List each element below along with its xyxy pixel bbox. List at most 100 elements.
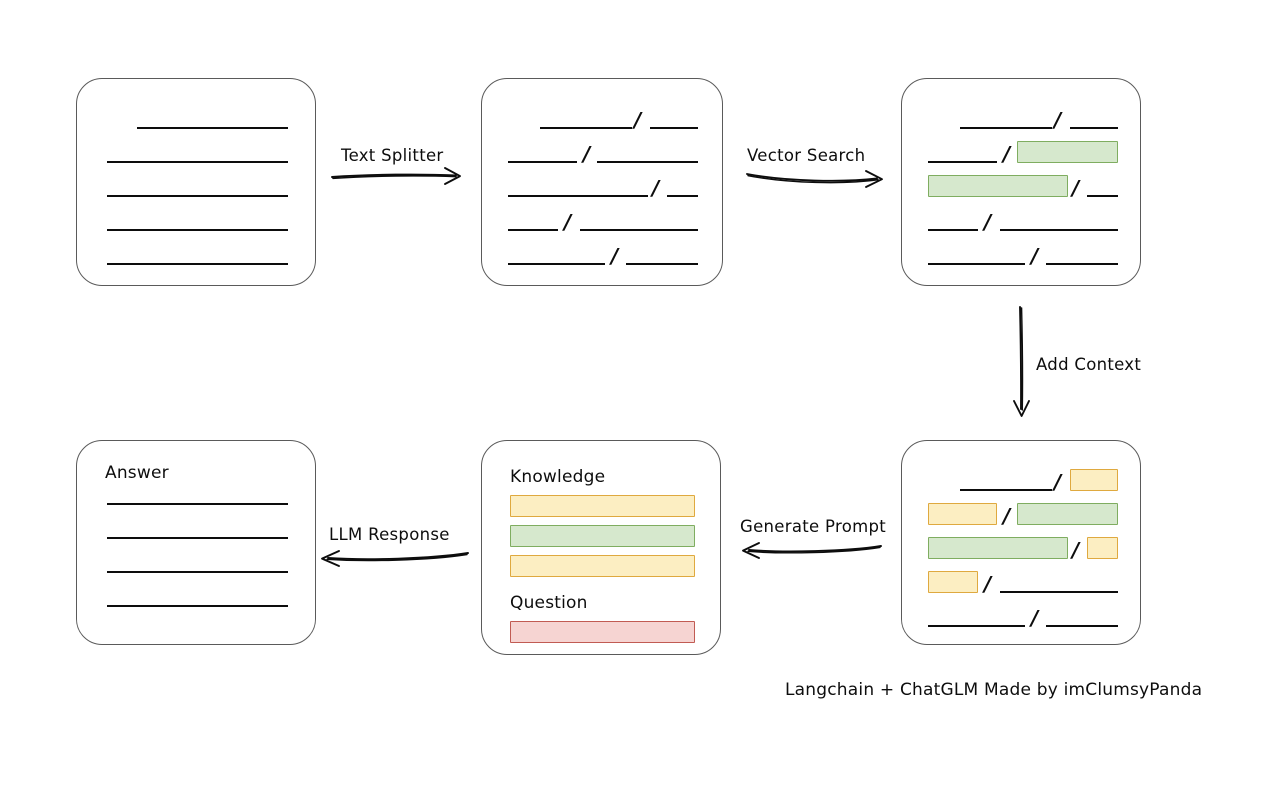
slash-separator: / [1031,244,1039,268]
highlight-chip-yellow [1070,469,1118,491]
card-row [77,441,315,644]
text-line [107,503,288,505]
prompt-bar-question-1 [510,621,695,643]
arrow-vector-search [746,170,883,188]
slash-separator: / [652,176,660,200]
prompt-bar-knowledge-1 [510,495,695,517]
text-line [626,263,698,265]
highlight-chip-green [928,175,1068,197]
text-line [508,263,605,265]
card-row: / [902,79,1140,285]
card-row [77,441,315,644]
text-line [107,571,288,573]
slash-separator: / [1072,176,1080,200]
footer-credit: Langchain + ChatGLM Made by imClumsyPand… [785,680,1203,700]
arrow-label-vector-search: Vector Search [747,146,866,165]
highlight-chip-yellow [928,571,978,593]
text-line [928,161,997,163]
arrow-text-splitter [331,167,461,185]
slash-separator: / [583,142,591,166]
slash-separator: / [1031,606,1039,630]
text-line [107,537,288,539]
card-row: / [902,441,1140,644]
slash-separator: / [1054,108,1062,132]
slash-separator: / [1054,470,1062,494]
card-row [77,79,315,285]
card-context-added[interactable]: / / / / / [901,440,1141,645]
slash-separator: / [984,572,992,596]
text-line [667,195,698,197]
text-line [928,263,1025,265]
text-line [107,605,288,607]
card-source-document[interactable] [76,78,316,286]
slash-separator: / [1072,538,1080,562]
card-row: / [902,79,1140,285]
arrow-label-add-context: Add Context [1036,355,1142,374]
text-line [928,625,1025,627]
card-row [77,79,315,285]
arrow-label-llm-response: LLM Response [329,525,450,544]
text-line [1000,591,1118,593]
text-line [580,229,698,231]
card-row [77,79,315,285]
highlight-chip-green [1017,503,1118,525]
text-line [508,195,648,197]
card-row [77,79,315,285]
slash-separator: / [634,108,642,132]
highlight-chip-yellow [928,503,997,525]
card-row: / [902,441,1140,644]
prompt-bar-knowledge-2 [510,525,695,547]
card-row [77,441,315,644]
slash-separator: / [1003,504,1011,528]
text-line [137,127,288,129]
text-line [597,161,698,163]
card-row: / [902,441,1140,644]
text-line [960,127,1052,129]
card-split-chunks[interactable]: / / / / / [481,78,723,286]
section-label-knowledge: Knowledge [510,467,606,487]
card-row: / [482,79,722,285]
arrow-generate-prompt [742,542,882,559]
text-line [107,263,288,265]
card-row: / [482,79,722,285]
card-answer[interactable]: Answer [76,440,316,645]
highlight-chip-green [1017,141,1118,163]
card-row: / [482,79,722,285]
card-row: / [482,79,722,285]
text-line [650,127,698,129]
highlight-chip-green [928,537,1068,559]
card-row: / [902,79,1140,285]
slash-separator: / [611,244,619,268]
card-row [77,441,315,644]
card-vector-search-results[interactable]: / / / / / [901,78,1141,286]
card-row: / [902,79,1140,285]
card-row [77,79,315,285]
text-line [1046,263,1118,265]
text-line [960,489,1052,491]
card-row: / [902,441,1140,644]
text-line [107,229,288,231]
text-line [508,161,577,163]
text-line [1070,127,1118,129]
arrow-label-generate-prompt: Generate Prompt [740,517,886,536]
text-line [508,229,558,231]
section-label-question: Question [510,593,588,613]
arrow-llm-response [321,550,469,567]
text-line [928,229,978,231]
text-line [540,127,632,129]
card-heading-answer: Answer [105,463,169,483]
text-line [1000,229,1118,231]
slash-separator: / [984,210,992,234]
prompt-bar-knowledge-3 [510,555,695,577]
text-line [107,161,288,163]
slash-separator: / [564,210,572,234]
arrow-label-text-splitter: Text Splitter [341,146,444,165]
slash-separator: / [1003,142,1011,166]
card-row: / [902,441,1140,644]
card-row: / [482,79,722,285]
highlight-chip-yellow [1087,537,1118,559]
text-line [107,195,288,197]
card-row: / [902,79,1140,285]
